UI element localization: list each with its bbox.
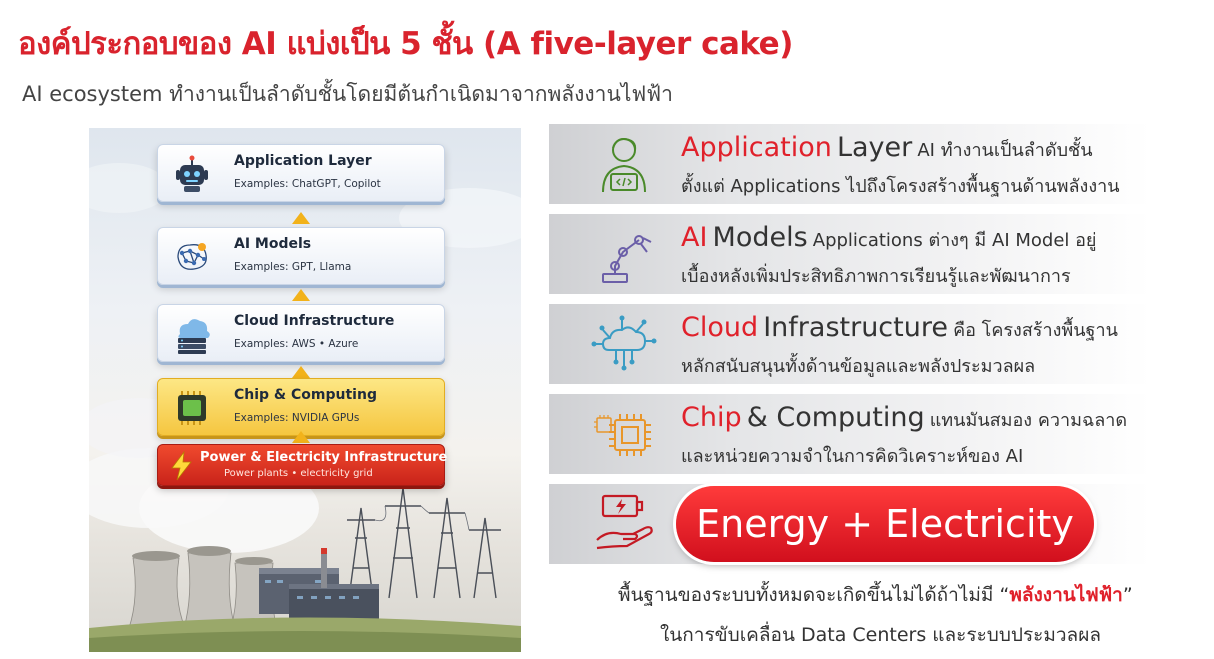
stack-examples: Examples: GPT, Llama (234, 261, 352, 273)
layer-title-red: Chip (681, 402, 742, 433)
energy-electricity-badge: Energy + Electricity (676, 486, 1094, 562)
layer-row-chip: Chip & Computing แทนมันสมอง ความฉลาด และ… (549, 394, 1151, 474)
footer-line1-pre: พื้นฐานของระบบทั้งหมดจะเกิดขึ้นไม่ได้ถ้า… (618, 584, 1010, 606)
layer-title: AI Models Applications ต่างๆ มี AI Model… (681, 222, 1096, 254)
layer-desc-line2: ตั้งแต่ Applications ไปถึงโครงสร้างพื้นฐ… (681, 176, 1120, 197)
layer-title-dark: Infrastructure (763, 312, 948, 343)
layer-row-application: Application Layer AI ทำงานเป็นลำดับชั้น … (549, 124, 1151, 204)
layer-desc: แทนมันสมอง ความฉลาด (929, 410, 1128, 431)
developer-person-icon (602, 138, 646, 193)
cpu-chip-icon (594, 414, 651, 456)
robot-icon (176, 155, 208, 192)
up-arrow-icon (292, 431, 310, 443)
up-arrow-icon (292, 212, 310, 224)
battery-hand-icon (596, 494, 653, 550)
stack-box-chip-computing: Chip & Computing Examples: NVIDIA GPUs (157, 378, 445, 436)
stack-box-cloud-infrastructure: Cloud Infrastructure Examples: AWS • Azu… (157, 304, 445, 362)
stack-box-application-layer: Application Layer Examples: ChatGPT, Cop… (157, 144, 445, 202)
stack-examples: Examples: ChatGPT, Copilot (234, 178, 381, 190)
layer-title: Cloud Infrastructure คือ โครงสร้างพื้นฐา… (681, 312, 1118, 344)
stack-name: Power & Electricity Infrastructure (200, 450, 448, 465)
layer-desc: คือ โครงสร้างพื้นฐาน (953, 320, 1118, 341)
layer-title-dark: Layer (836, 132, 913, 163)
stack-name: Cloud Infrastructure (234, 313, 395, 329)
layer-desc-line2: หลักสนับสนุนทั้งด้านข้อมูลและพลังประมวลผ… (681, 356, 1036, 377)
up-arrow-icon (292, 289, 310, 301)
stack-examples: Power plants • electricity grid (224, 468, 373, 479)
layer-title: Application Layer AI ทำงานเป็นลำดับชั้น (681, 132, 1093, 164)
stack-name: Chip & Computing (234, 387, 377, 403)
layer-title-red: Application (681, 132, 832, 163)
cloud-network-icon (591, 315, 657, 371)
footer-line2: ในการขับเคลื่อน Data Centers และระบบประม… (660, 624, 1101, 646)
footer-highlight: พลังงานไฟฟ้า (1009, 584, 1123, 606)
footer-line1-post: ” (1122, 584, 1133, 606)
cloud-server-icon (178, 319, 210, 354)
layer-desc-line2: และหน่วยความจำในการคิดวิเคราะห์ของ AI (681, 446, 1024, 467)
layer-row-cloud: Cloud Infrastructure คือ โครงสร้างพื้นฐา… (549, 304, 1151, 384)
layer-title-dark: & Computing (746, 402, 925, 433)
lightning-icon (171, 451, 192, 481)
layer-title-red: AI (681, 222, 708, 253)
five-layer-illustration: Application Layer Examples: ChatGPT, Cop… (89, 128, 521, 652)
stack-box-ai-models: AI Models Examples: GPT, Llama (157, 227, 445, 285)
page-subtitle: AI ecosystem ทำงานเป็นลำดับชั้นโดยมีต้นก… (22, 82, 673, 106)
stack-name: AI Models (234, 236, 312, 252)
chip-icon (178, 391, 206, 425)
layer-row-ai-models: AI Models Applications ต่างๆ มี AI Model… (549, 214, 1151, 294)
stack-box-power-electricity: Power & Electricity Infrastructure Power… (157, 444, 448, 486)
brain-network-icon (177, 243, 207, 270)
layer-title-dark: Models (712, 222, 808, 253)
layer-title-red: Cloud (681, 312, 759, 343)
stack-examples: Examples: AWS • Azure (234, 338, 359, 350)
layer-desc: AI ทำงานเป็นลำดับชั้น (917, 140, 1093, 161)
layer-title: Chip & Computing แทนมันสมอง ความฉลาด (681, 402, 1127, 434)
layer-desc: Applications ต่างๆ มี AI Model อยู่ (812, 230, 1097, 251)
footer-line1: พื้นฐานของระบบทั้งหมดจะเกิดขึ้นไม่ได้ถ้า… (618, 580, 1133, 610)
stack-name: Application Layer (234, 153, 372, 169)
stack-examples: Examples: NVIDIA GPUs (234, 412, 360, 424)
page-title: องค์ประกอบของ AI แบ่งเป็น 5 ชั้น (A five… (18, 26, 793, 62)
up-arrow-icon (292, 366, 310, 378)
robot-arm-icon (602, 235, 652, 283)
layer-desc-line2: เบื้องหลังเพิ่มประสิทธิภาพการเรียนรู้และ… (681, 266, 1071, 287)
